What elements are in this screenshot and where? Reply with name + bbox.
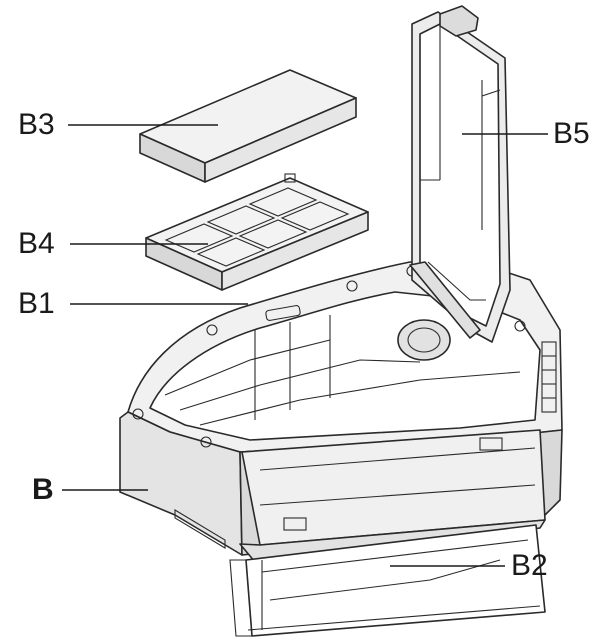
dust-drawer-b2 — [229, 429, 546, 637]
label-b1: B1 — [18, 287, 55, 320]
filter-pad-b3 — [139, 69, 357, 183]
label-b2: B2 — [511, 549, 548, 582]
leader-lines — [62, 124, 548, 567]
label-b3: B3 — [18, 108, 55, 141]
lid-b5 — [409, 5, 511, 343]
label-b4: B4 — [18, 227, 55, 260]
label-b5: B5 — [553, 117, 590, 150]
filter-frame-b4 — [145, 173, 369, 291]
label-b: B — [32, 473, 54, 506]
